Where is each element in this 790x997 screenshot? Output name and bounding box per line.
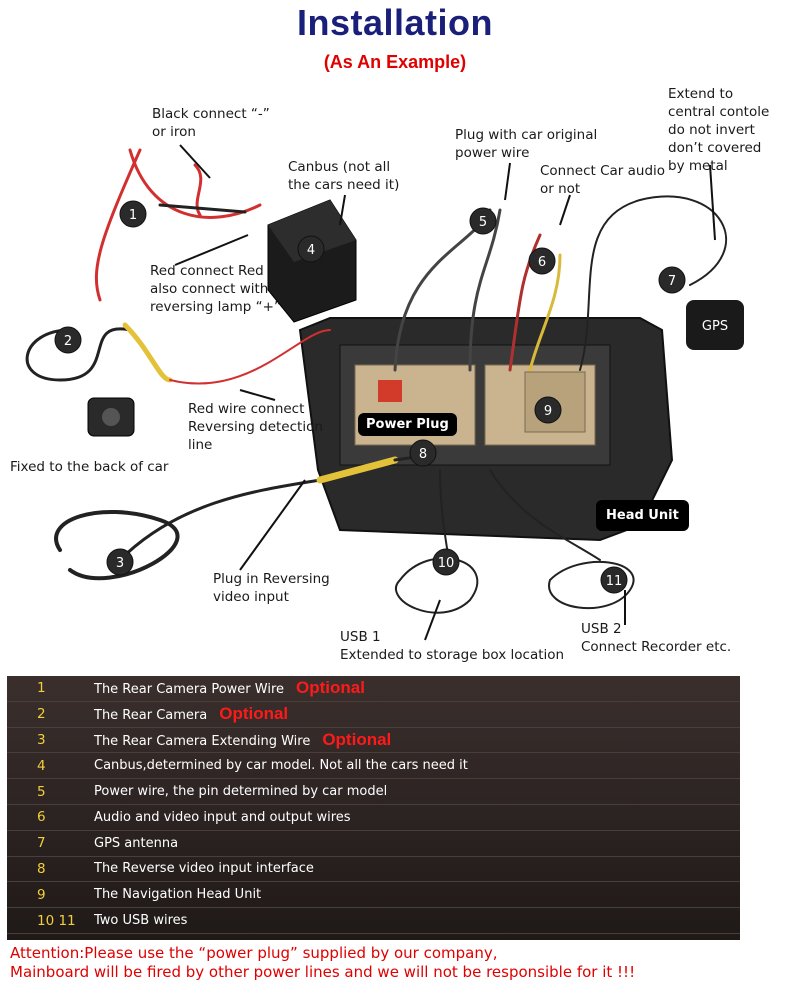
- marker-8: 8: [409, 439, 437, 467]
- canbus-label: Canbus (not all the cars need it): [288, 159, 400, 193]
- marker-2: 2: [54, 326, 82, 354]
- legend-text: GPS antenna: [94, 835, 179, 851]
- plug-reversing-label: Plug in Reversing video input: [213, 571, 330, 605]
- legend-row: 6 Audio and video input and output wires: [7, 805, 740, 831]
- svg-text:2: 2: [64, 334, 72, 349]
- optional-badge: Optional: [296, 678, 365, 698]
- legend-description: The Reverse video input interface: [94, 861, 314, 876]
- legend-description: GPS antenna: [94, 836, 178, 851]
- marker-6: 6: [528, 247, 556, 275]
- legend-number: 7: [37, 835, 46, 852]
- connect-audio-label: Connect Car audio or not: [540, 163, 666, 197]
- numbered-markers: 1 2 3 4 5 6 7 8 9 10 11: [54, 200, 686, 594]
- marker-4: 4: [297, 235, 325, 263]
- legend-row: 9 The Navigation Head Unit: [7, 882, 740, 909]
- page-title: Installation: [296, 2, 494, 43]
- page-subtitle: (As An Example): [323, 52, 467, 72]
- svg-text:9: 9: [544, 404, 552, 419]
- legend-row: 8 The Reverse video input interface: [7, 857, 740, 883]
- black-connect-label: Black connect “-” or iron: [152, 106, 270, 140]
- legend-description: Audio and video input and output wires: [94, 810, 351, 825]
- svg-text:3: 3: [116, 556, 124, 571]
- legend-text: Canbus,determined by car model. Not all …: [94, 758, 468, 774]
- legend-row: 5 Power wire, the pin determined by car m…: [7, 779, 740, 805]
- marker-3: 3: [106, 548, 134, 576]
- usb1-label: USB 1 Extended to storage box location: [340, 629, 565, 663]
- legend-number: 5: [37, 783, 46, 800]
- optional-badge: Optional: [219, 704, 289, 724]
- legend-text: The Navigation Head Unit: [94, 887, 262, 903]
- legend-number: 1: [37, 680, 46, 697]
- marker-9: 9: [534, 396, 562, 424]
- legend-row: 3 The Rear Camera Extending Wire Optional: [7, 728, 740, 754]
- attention-note: Attention:Please use the “power plug” su…: [10, 944, 785, 982]
- rear-camera: [87, 397, 135, 437]
- legend-row: 1 The Rear Camera Power Wire Optional: [7, 676, 740, 702]
- legend-description: The Rear Camera Extending Wire Optional: [94, 730, 391, 750]
- legend-text: Two USB wires: [94, 913, 188, 929]
- gps-antenna: [686, 300, 744, 350]
- legend-description: The Rear Camera Power Wire Optional: [94, 678, 365, 698]
- svg-text:11: 11: [606, 574, 623, 589]
- svg-text:7: 7: [668, 274, 676, 289]
- marker-7: 7: [658, 266, 686, 294]
- legend-row: 7 GPS antenna: [7, 831, 740, 857]
- legend-row: 10 11 Two USB wires: [7, 908, 740, 934]
- marker-5: 5: [469, 207, 497, 235]
- legend-text: The Rear Camera: [94, 708, 208, 724]
- legend-text: The Reverse video input interface: [94, 861, 314, 877]
- svg-text:6: 6: [538, 255, 546, 270]
- wires: [25, 148, 728, 614]
- head-unit-tag: Head Unit: [596, 500, 689, 531]
- legend-description: The Rear Camera Optional: [94, 704, 288, 724]
- marker-10: 10: [432, 548, 460, 576]
- svg-text:1: 1: [129, 208, 137, 223]
- legend-text: The Rear Camera Power Wire: [94, 682, 285, 698]
- legend-text: The Rear Camera Extending Wire: [94, 733, 311, 749]
- legend-description: Canbus,determined by car model. Not all …: [94, 758, 468, 773]
- marker-1: 1: [119, 200, 147, 228]
- gps-label: GPS: [702, 319, 728, 334]
- legend-number: 9: [37, 886, 46, 903]
- annotation-arrows: [174, 144, 716, 641]
- legend-description: Two USB wires: [94, 913, 187, 928]
- svg-text:4: 4: [307, 243, 315, 258]
- legend-row: 2 The Rear Camera Optional: [7, 702, 740, 728]
- legend-number: 8: [37, 860, 46, 877]
- legend-number: 10 11: [37, 912, 76, 929]
- legend-row: 4 Canbus,determined by car model. Not all…: [7, 753, 740, 780]
- legend-description: The Navigation Head Unit: [94, 887, 261, 902]
- attention-line-1: Attention:Please use the “power plug” su…: [10, 944, 498, 962]
- svg-text:5: 5: [479, 215, 487, 230]
- marker-11: 11: [600, 566, 628, 594]
- svg-text:10: 10: [438, 556, 455, 571]
- red-wire-label: Red wire connect Reversing detection lin…: [188, 401, 323, 453]
- legend-number: 4: [37, 757, 46, 774]
- red-connect-label: Red connect Red also connect with revers…: [150, 263, 281, 315]
- legend-text: Power wire, the pin determined by car mo…: [94, 784, 388, 800]
- extend-gps-label: Extend to central contole do not invert …: [668, 86, 770, 174]
- usb2-label: USB 2 Connect Recorder etc.: [581, 621, 732, 655]
- power-plug-tag: Power Plug: [358, 413, 457, 436]
- legend-number: 3: [37, 731, 46, 748]
- optional-badge: Optional: [322, 729, 392, 749]
- plug-power-label: Plug with car original power wire: [455, 127, 598, 161]
- legend-text: Audio and video input and output wires: [94, 809, 351, 825]
- fixed-back-label: Fixed to the back of car: [10, 459, 169, 475]
- legend-description: Power wire, the pin determined by car mo…: [94, 784, 387, 799]
- attention-line-2: Mainboard will be fired by other power l…: [10, 963, 636, 981]
- legend-number: 2: [37, 706, 46, 723]
- legend-number: 6: [37, 809, 46, 826]
- svg-text:8: 8: [419, 447, 427, 462]
